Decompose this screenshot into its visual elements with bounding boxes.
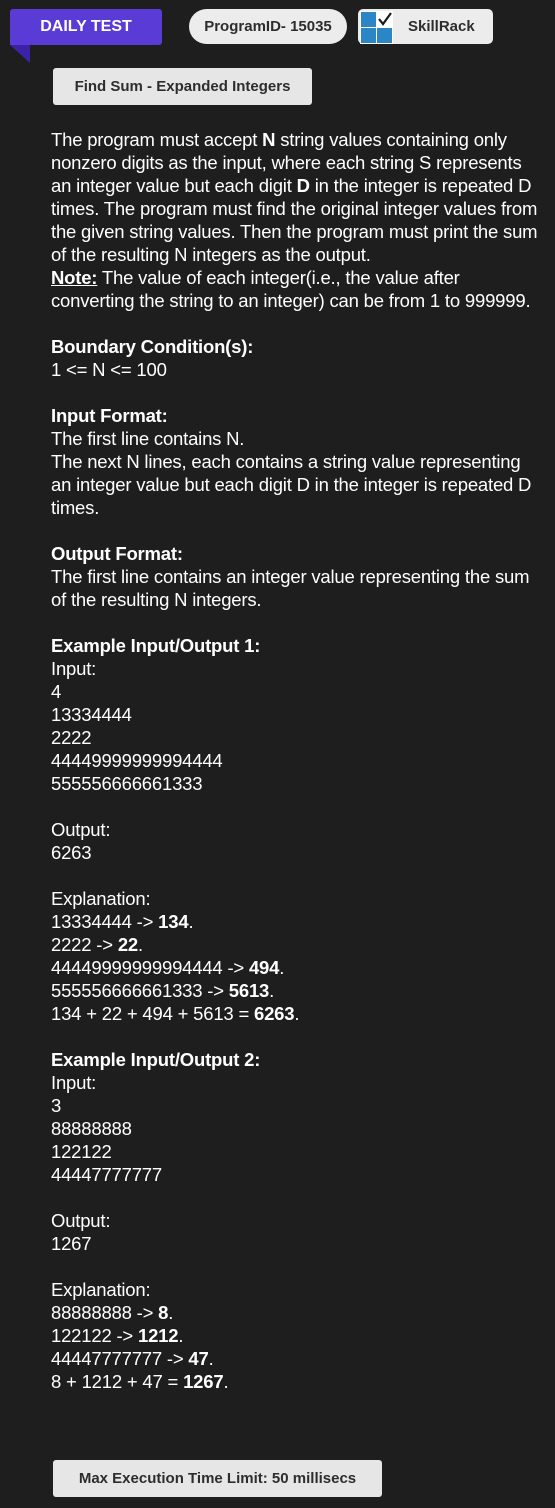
example1-output-value: 6263 [51, 842, 92, 863]
example1-explanation-label: Explanation: [51, 888, 151, 909]
example1-explanation-line: 13334444 -> 134. [51, 911, 194, 932]
problem-statement: The program must accept N string values … [51, 128, 545, 1393]
note-paragraph: Note: The value of each integer(i.e., th… [51, 267, 531, 311]
boundary-line: 1 <= N <= 100 [51, 359, 167, 380]
example1-input-label: Input: [51, 658, 97, 679]
example2-input-line: 88888888 [51, 1118, 132, 1139]
example2-output-label: Output: [51, 1210, 111, 1231]
boundary-heading: Boundary Condition(s): [51, 336, 254, 357]
example2-explanation-line: 44447777777 -> 47. [51, 1348, 214, 1369]
example1-explanation-line: 134 + 22 + 494 + 5613 = 6263. [51, 1003, 300, 1024]
daily-test-ribbon: DAILY TEST [10, 9, 162, 63]
example2-input-line: 3 [51, 1095, 62, 1116]
example2-output-value: 1267 [51, 1233, 92, 1254]
example1-explanation-line: 44449999999994444 -> 494. [51, 957, 285, 978]
example1-input-line: 555556666661333 [51, 773, 203, 794]
input-format-line: The next N lines, each contains a string… [51, 451, 532, 518]
example2-explanation-line: 122122 -> 1212. [51, 1325, 184, 1346]
example1-heading: Example Input/Output 1: [51, 635, 261, 656]
example1-input-line: 13334444 [51, 704, 132, 725]
ribbon-fold [10, 45, 30, 63]
example2-explanation-line: 8 + 1212 + 47 = 1267. [51, 1371, 229, 1392]
example2-explanation-label: Explanation: [51, 1279, 151, 1300]
example1-input-line: 44449999999994444 [51, 750, 223, 771]
example2-input-line: 122122 [51, 1141, 112, 1162]
description-paragraph: The program must accept N string values … [51, 129, 538, 265]
example2-heading: Example Input/Output 2: [51, 1049, 261, 1070]
program-id-badge: ProgramID- 15035 [189, 9, 347, 44]
example1-output-label: Output: [51, 819, 111, 840]
example1-input-line: 2222 [51, 727, 92, 748]
example1-explanation-line: 555556666661333 -> 5613. [51, 980, 275, 1001]
skillrack-logo-icon [360, 11, 393, 44]
example2-input-label: Input: [51, 1072, 97, 1093]
example2-explanation-line: 88888888 -> 8. [51, 1302, 174, 1323]
time-limit-button[interactable]: Max Execution Time Limit: 50 millisecs [53, 1460, 382, 1497]
skillrack-label: SkillRack [408, 18, 475, 35]
skillrack-brand[interactable]: SkillRack [358, 9, 493, 44]
example2-input-line: 44447777777 [51, 1164, 162, 1185]
input-format-line: The first line contains N. [51, 428, 245, 449]
example1-explanation-line: 2222 -> 22. [51, 934, 143, 955]
input-format-heading: Input Format: [51, 405, 168, 426]
example1-input-line: 4 [51, 681, 62, 702]
daily-test-label: DAILY TEST [40, 18, 132, 35]
output-format-heading: Output Format: [51, 543, 183, 564]
problem-title-button[interactable]: Find Sum - Expanded Integers [53, 68, 312, 105]
output-format-line: The first line contains an integer value… [51, 566, 530, 610]
note-label: Note: [51, 267, 98, 288]
